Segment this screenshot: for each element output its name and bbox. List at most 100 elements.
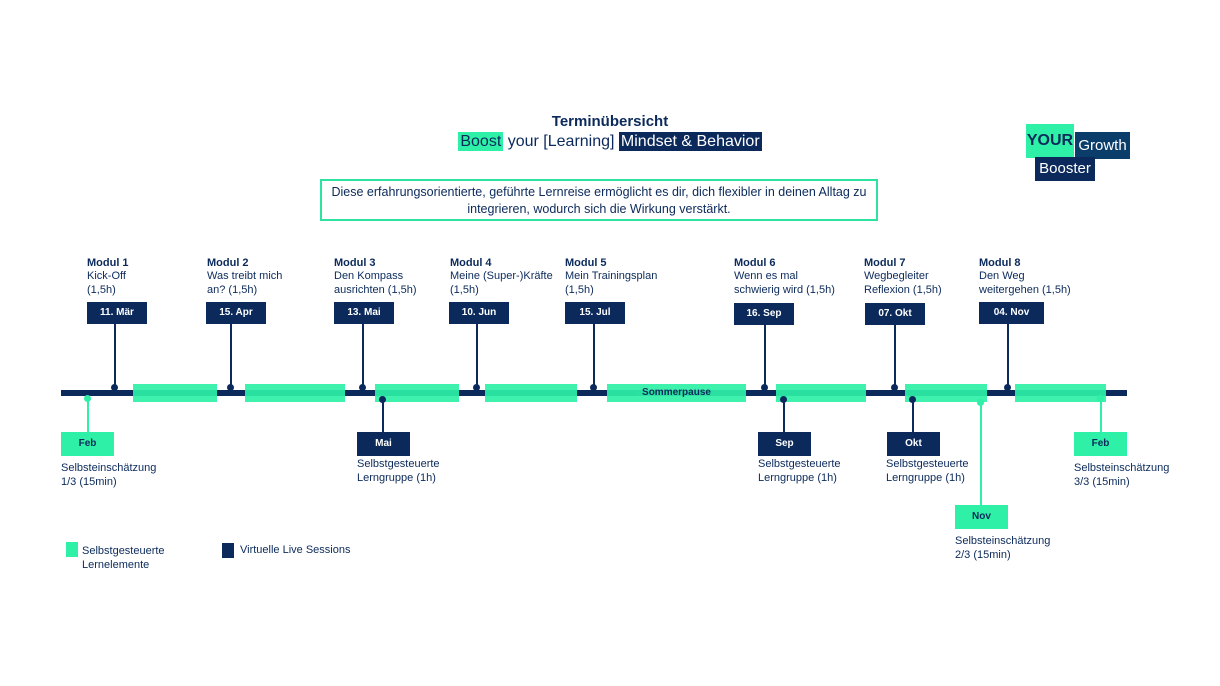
page-title: Terminübersicht — [551, 113, 669, 130]
module-desc: Reflexion (1,5h) — [864, 284, 942, 296]
module-name: Modul 5 — [565, 257, 607, 269]
below-label: Selbstgesteuerte Lerngruppe (1h) — [886, 457, 969, 485]
connector-line — [783, 400, 785, 432]
module-desc: ausrichten (1,5h) — [334, 284, 417, 296]
logo-booster: Booster — [1035, 157, 1095, 181]
timeline-dot — [111, 384, 118, 391]
below-line: 1/3 (15min) — [61, 476, 117, 488]
module-desc: Den Weg — [979, 270, 1025, 282]
timeline-axis — [61, 390, 1127, 396]
module-desc: Mein Trainingsplan — [565, 270, 658, 282]
connector-line — [593, 324, 595, 387]
connector-line — [230, 324, 232, 387]
timeline-dot — [780, 396, 787, 403]
self-learning-bar — [375, 384, 459, 402]
timeline-dot — [227, 384, 234, 391]
legend-line: Selbstgesteuerte — [82, 545, 165, 557]
module-desc: (1,5h) — [565, 284, 594, 296]
module-7: Modul 7 Wegbegleiter Reflexion (1,5h) — [864, 257, 942, 297]
timeline-dot — [891, 384, 898, 391]
below-date: Feb — [61, 432, 114, 456]
module-name: Modul 8 — [979, 257, 1021, 269]
connector-line — [382, 400, 384, 432]
module-desc: an? (1,5h) — [207, 284, 258, 296]
below-label: Selbsteinschätzung 2/3 (15min) — [955, 534, 1050, 562]
module-2: Modul 2 Was treibt mich an? (1,5h) — [207, 257, 282, 297]
below-label: Selbsteinschätzung 3/3 (15min) — [1074, 461, 1169, 489]
self-learning-bar — [133, 384, 217, 402]
self-learning-bar — [485, 384, 577, 402]
module-4: Modul 4 Meine (Super-)Kräfte (1,5h) — [450, 257, 553, 297]
connector-line — [912, 400, 914, 432]
below-date: Okt — [887, 432, 940, 456]
connector-line — [980, 403, 982, 505]
module-name: Modul 3 — [334, 257, 376, 269]
legend-label-navy: Virtuelle Live Sessions — [240, 544, 351, 556]
legend-line: Lernelemente — [82, 559, 150, 571]
module-name: Modul 1 — [87, 257, 129, 269]
legend-swatch-green — [66, 542, 78, 557]
timeline-dot — [379, 396, 386, 403]
timeline-dot — [590, 384, 597, 391]
subtitle-middle: your [Learning] — [503, 133, 619, 150]
module-desc: (1,5h) — [450, 284, 479, 296]
below-line: Selbstgesteuerte — [357, 458, 440, 470]
module-desc: (1,5h) — [87, 284, 116, 296]
module-desc: weitergehen (1,5h) — [979, 284, 1071, 296]
below-line: 3/3 (15min) — [1074, 476, 1130, 488]
page-subtitle: Boost your [Learning] Mindset & Behavior — [0, 132, 1220, 151]
connector-line — [894, 325, 896, 387]
below-label: Selbstgesteuerte Lerngruppe (1h) — [357, 457, 440, 485]
self-learning-bar — [1015, 384, 1106, 402]
below-line: 2/3 (15min) — [955, 549, 1011, 561]
below-date: Sep — [758, 432, 811, 456]
module-date: 07. Okt — [865, 303, 925, 325]
module-3: Modul 3 Den Kompass ausrichten (1,5h) — [334, 257, 417, 297]
sommerpause-bar: Sommerpause — [607, 384, 746, 402]
module-5: Modul 5 Mein Trainingsplan (1,5h) — [565, 257, 657, 297]
subtitle-mindset: Mindset & Behavior — [618, 132, 762, 151]
below-line: Lerngruppe (1h) — [758, 472, 837, 484]
module-desc: Was treibt mich — [207, 270, 283, 282]
below-date: Nov — [955, 505, 1008, 529]
legend-swatch-navy — [222, 543, 234, 558]
timeline-dot — [909, 396, 916, 403]
connector-line — [764, 325, 766, 387]
logo-your: YOUR — [1026, 124, 1074, 158]
module-date: 11. Mär — [87, 302, 147, 324]
timeline-dot — [359, 384, 366, 391]
module-date: 10. Jun — [449, 302, 509, 324]
module-date: 15. Apr — [206, 302, 266, 324]
connector-line — [1007, 324, 1009, 387]
module-date: 15. Jul — [565, 302, 625, 324]
below-date: Mai — [357, 432, 410, 456]
timeline-dot — [977, 399, 984, 406]
module-desc: Meine (Super-)Kräfte — [450, 270, 553, 282]
timeline-dot — [84, 395, 91, 402]
module-desc: Den Kompass — [334, 270, 404, 282]
module-1: Modul 1 Kick-Off (1,5h) — [87, 257, 129, 297]
timeline-dot — [1097, 395, 1104, 402]
logo-growth: Growth — [1075, 132, 1130, 159]
connector-line — [1100, 399, 1102, 432]
intro-box: Diese erfahrungsorientierte, geführte Le… — [320, 179, 878, 221]
module-date: 13. Mai — [334, 302, 394, 324]
below-label: Selbsteinschätzung 1/3 (15min) — [61, 461, 156, 489]
module-name: Modul 7 — [864, 257, 906, 269]
timeline-dot — [1004, 384, 1011, 391]
legend-label-green: Selbstgesteuerte Lernelemente — [82, 544, 165, 572]
timeline-dot — [473, 384, 480, 391]
module-desc: Wenn es mal — [734, 270, 798, 282]
below-line: Selbstgesteuerte — [758, 458, 841, 470]
self-learning-bar — [905, 384, 987, 402]
module-name: Modul 2 — [207, 257, 249, 269]
module-desc: Kick-Off — [87, 270, 126, 282]
below-line: Selbsteinschätzung — [61, 462, 157, 474]
below-line: Selbsteinschätzung — [955, 535, 1051, 547]
module-date: 04. Nov — [979, 302, 1044, 324]
connector-line — [114, 324, 116, 387]
subtitle-boost: Boost — [458, 132, 504, 151]
module-8: Modul 8 Den Weg weitergehen (1,5h) — [979, 257, 1071, 297]
connector-line — [362, 324, 364, 387]
connector-line — [87, 399, 89, 432]
